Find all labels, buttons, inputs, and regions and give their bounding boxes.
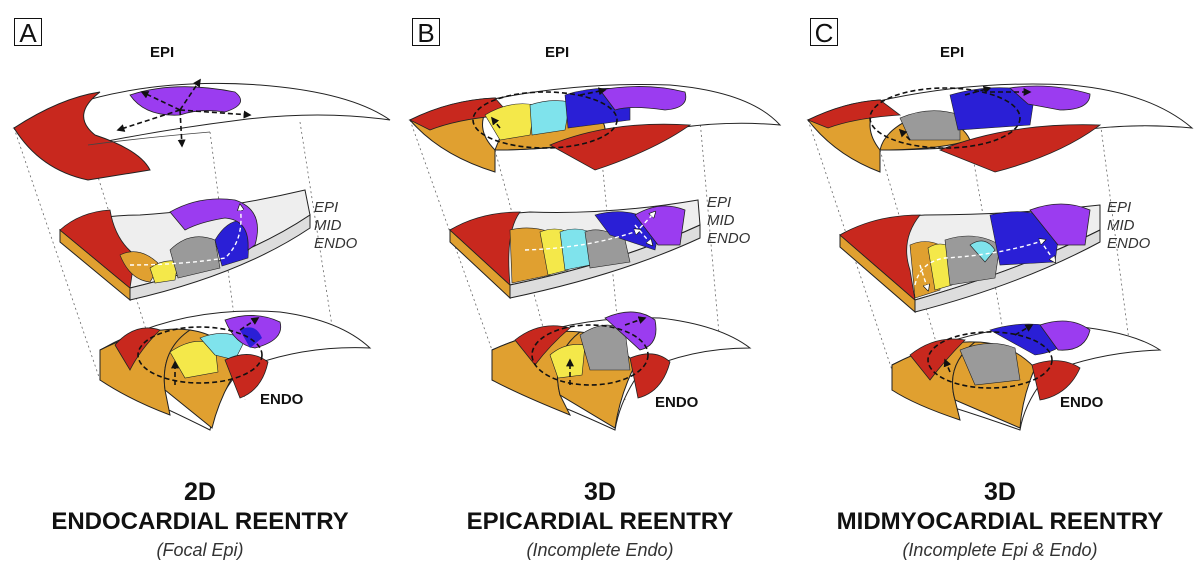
mid-layer bbox=[449, 199, 701, 300]
panel-letter: C bbox=[810, 18, 838, 47]
panel-subtitle: (Incomplete Epi & Endo) bbox=[902, 540, 1098, 560]
dimension-label: 3D bbox=[984, 478, 1016, 506]
layer-label-endo: ENDO bbox=[1107, 235, 1151, 252]
panel-c: C EPI bbox=[800, 0, 1200, 568]
epi-label: EPI bbox=[545, 44, 569, 61]
layer-label-epi: EPI bbox=[707, 194, 731, 211]
layer-label-mid: MID bbox=[1107, 217, 1135, 234]
panel-letter: B bbox=[412, 18, 440, 47]
panel-subtitle: (Incomplete Endo) bbox=[526, 540, 674, 560]
endo-layer bbox=[491, 311, 752, 431]
mid-layer bbox=[59, 189, 311, 302]
epi-layer bbox=[806, 83, 1194, 173]
midmyocardial-reentry-diagram: EPI bbox=[806, 44, 1194, 431]
epi-layer bbox=[12, 78, 391, 181]
layer-label-mid: MID bbox=[707, 212, 735, 229]
panel-title: EPICARDIAL REENTRY bbox=[466, 508, 734, 535]
panel-subtitle: (Focal Epi) bbox=[156, 540, 244, 560]
endo-layer bbox=[99, 310, 372, 431]
endo-layer bbox=[891, 320, 1162, 431]
endo-label: ENDO bbox=[260, 391, 304, 408]
panel-b: B EPI bbox=[400, 0, 800, 568]
layer-label-epi: EPI bbox=[1107, 199, 1131, 216]
dimension-label: 2D bbox=[184, 478, 216, 506]
epicardial-reentry-diagram: EPI bbox=[408, 44, 782, 431]
mid-layer bbox=[839, 203, 1101, 314]
panel-a: A EPI bbox=[0, 0, 400, 568]
epi-layer bbox=[408, 83, 782, 173]
layer-label-epi: EPI bbox=[314, 199, 338, 216]
endocardial-reentry-diagram: EPI bbox=[12, 44, 391, 431]
layer-label-endo: ENDO bbox=[314, 235, 358, 252]
endo-label: ENDO bbox=[1060, 394, 1104, 411]
dimension-label: 3D bbox=[584, 478, 616, 506]
layer-label-mid: MID bbox=[314, 217, 342, 234]
epi-label: EPI bbox=[150, 44, 174, 61]
endo-label: ENDO bbox=[655, 394, 699, 411]
layer-label-endo: ENDO bbox=[707, 230, 751, 247]
panel-title: MIDMYOCARDIAL REENTRY bbox=[836, 508, 1164, 535]
panel-title: ENDOCARDIAL REENTRY bbox=[51, 508, 349, 535]
epi-label: EPI bbox=[940, 44, 964, 61]
panel-letter: A bbox=[14, 18, 42, 47]
